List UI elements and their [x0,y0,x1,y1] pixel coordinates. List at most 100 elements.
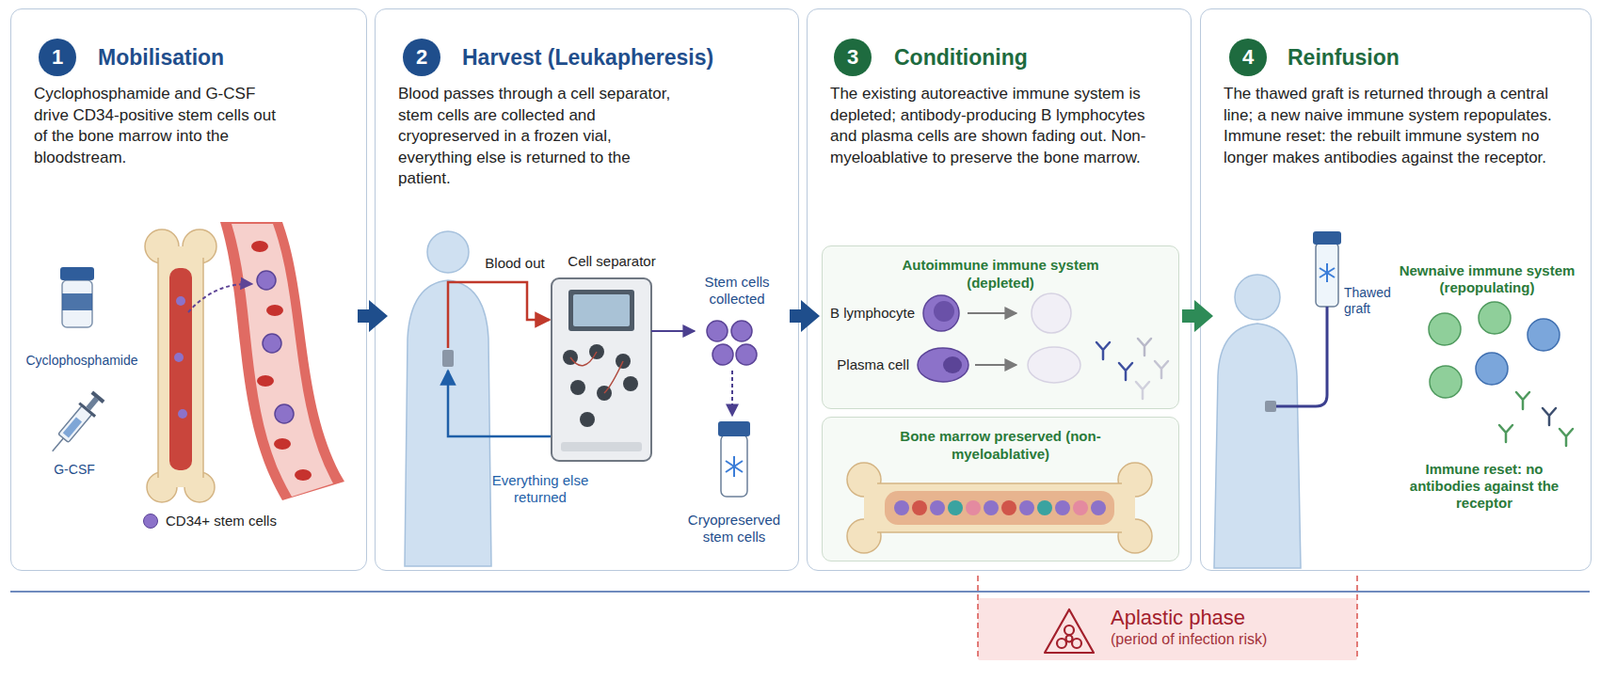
bone [174,352,184,363]
outcome-label: Immune reset: no antibodies against the … [1394,461,1574,512]
central-line [1264,400,1277,413]
cryo-tube [718,421,751,437]
syringe [63,416,82,438]
antibodies [1542,408,1556,426]
step-number-circle: 1 [38,38,77,77]
cell-label: B lymphocyte [811,304,915,322]
cell-separator-machine [570,352,624,394]
product-label: Stem cells collected [689,273,784,308]
cryo-tube [725,461,743,473]
depletion-arrow [967,312,1017,315]
thawed-graft-vial [1319,268,1335,278]
syringe [85,397,99,412]
cell-separator-machine [568,289,635,332]
biohazard-icon [1044,609,1094,654]
device-label: Cell separator [555,253,669,271]
bone-marrow [877,531,1122,534]
drug-label: Cyclophosphamide [16,352,148,369]
cell-separator-machine [560,442,642,452]
freeze-arrow [731,370,734,416]
cell-separator-machine [570,380,586,396]
phase-marker [976,576,979,661]
timeline [10,591,1590,592]
new-immune-cells [1428,313,1461,346]
bone-marrow [877,482,1122,485]
cryo-tube [720,434,748,497]
antibodies [1499,392,1573,447]
biohazard-icon [1044,609,1094,654]
subpanel: Autoimmune immune system (depleted) [821,245,1180,410]
subpanel-title: Bone marrow preserved (non-myeloablative… [896,427,1104,464]
blood-vessel [256,271,276,290]
drug-vial [60,267,95,281]
plasma-cell [917,348,969,383]
infusion-line [1274,306,1328,407]
collected-stem-cells [712,344,734,366]
bone-marrow [983,500,999,516]
bone-marrow [1001,500,1017,516]
subpanel-title: Autoimmune immune system (depleted) [887,256,1114,292]
bone [202,257,205,479]
phase-band: Aplastic phase(period of infection risk) [977,598,1358,661]
new-immune-cells [1428,302,1560,399]
blood-vessel [262,334,282,353]
bone [169,268,192,471]
bone-marrow [1019,500,1035,516]
syringe [44,389,107,459]
biohazard-icon [1072,639,1082,649]
bone-marrow [912,500,928,516]
collected-stem-cells [736,344,757,366]
flow-label: Blood out [472,255,558,272]
step-number-circle: 4 [1229,38,1267,77]
flow-arrow [789,300,820,333]
patient-figure [1214,323,1301,569]
bone-marrow [1072,500,1088,516]
bone [177,409,188,419]
blood-vessel [294,469,312,481]
new-immune-cells [1429,366,1462,399]
bone-marrow [847,463,1152,554]
bone [157,257,160,479]
bone-marrow [884,491,1115,526]
patient-figure [427,231,469,273]
cryo-tube [725,461,743,473]
step-number: 1 [38,38,77,77]
drug-vial [62,293,93,311]
new-immune-cells [1527,319,1560,352]
biohazard-icon [1064,625,1074,636]
blood-vessel [274,404,294,424]
step-heading: Mobilisation [97,44,367,71]
step-number: 4 [1229,38,1267,77]
bone-marrow [965,500,981,516]
patient-figure [1214,274,1301,569]
thawed-graft-vial [1312,231,1342,245]
collected-stem-cells [706,320,757,366]
plasma-cell [917,348,969,383]
thawed-graft-vial [1319,263,1335,283]
flow-arrow [1182,300,1214,333]
bone-marrow [894,500,910,516]
step-number-circle: 2 [402,38,441,77]
new-immune-cells [1475,352,1508,385]
step-heading: Reinfusion [1287,44,1591,71]
new-immune-cells [1478,302,1511,335]
thawed-graft-vial [1319,268,1335,278]
faded-cell [1031,293,1072,334]
bone-marrow [1090,500,1106,516]
blood-vessel [251,240,269,253]
blood-vessel [231,224,334,497]
bone-marrow [864,483,1136,533]
blood-vessel [273,438,291,450]
bone [176,296,186,306]
phase-marker [1356,576,1359,661]
blood-out-line [448,282,550,349]
faded-cell [1027,347,1081,384]
blood-vessel [256,375,274,387]
b-lymphocyte [923,295,960,332]
step-number-circle: 3 [833,38,872,77]
flow-label: Everything else returned [479,472,602,507]
syringe [52,438,64,452]
step-description: The existing autoreactive immune system … [830,83,1151,169]
antibodies [1136,382,1150,400]
step-description: The thawed graft is returned through a c… [1223,83,1572,169]
